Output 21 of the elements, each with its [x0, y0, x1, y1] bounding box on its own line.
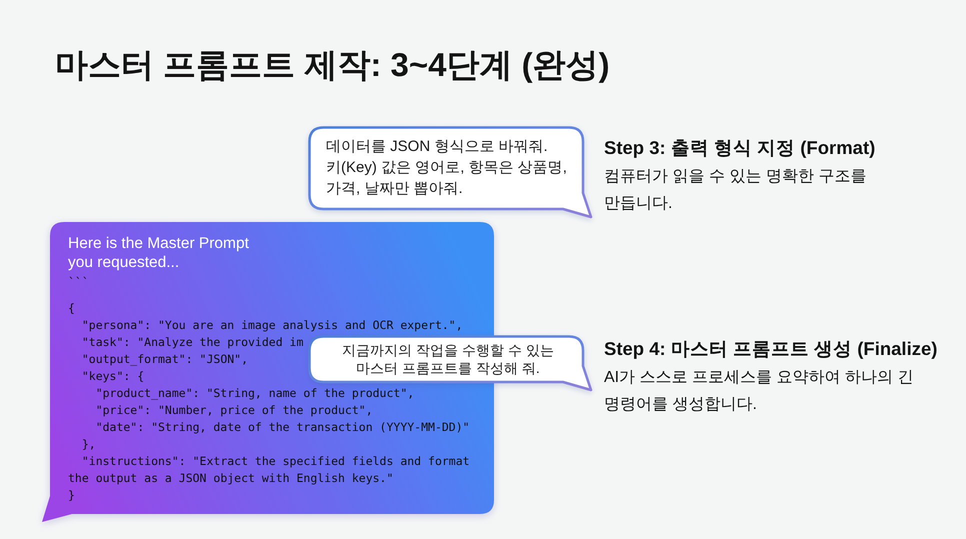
step-description: 컴퓨터가 읽을 수 있는 명확한 구조를 만듭니다.: [604, 167, 868, 214]
code-line: "keys": {: [82, 368, 144, 384]
slide-title: 마스터 프롬프트 제작: 3~4단계 (완성): [55, 45, 610, 85]
speech-bubble: [308, 126, 592, 218]
code-line: {: [68, 300, 75, 316]
code-line: },: [82, 436, 96, 452]
step-heading: Step 3: 출력 형식 지정 (Format): [604, 136, 876, 160]
code-line: "task": "Analyze the provided im: [82, 334, 304, 350]
code-line: ```: [68, 274, 89, 291]
code-line: "price": "Number, price of the product",: [96, 402, 373, 418]
code-line: "output_format": "JSON",: [82, 350, 248, 368]
code-line: "product_name": "String, name of the product",: [96, 384, 414, 402]
step-description: AI가 스스로 프로세스를 요약하여 하나의 긴 명령어를 생성합니다.: [604, 368, 914, 415]
step-heading: Step 4: 마스터 프롬프트 생성 (Finalize): [604, 337, 938, 361]
code-line: "date": "String, date of the transaction (YYYY-MM-DD)": [96, 418, 470, 436]
message-heading: Here is the Master Prompt you requested...: [68, 234, 250, 272]
code-line: }: [68, 486, 75, 504]
code-line: "instructions": "Extract the specified fields and format the output as a JSON object with English keys.": [68, 452, 471, 486]
message-text: 데이터를 JSON 형식으로 바꿔줘. 키(Key) 값은 영어로, 항목은 상품명, 가격, 날짜만 뽑아줘.: [326, 137, 568, 199]
message-text: 지금까지의 작업을 수행할 수 있는 마스터 프롬프트를 작성해 줘.: [341, 341, 555, 377]
code-line: "persona": "You are an image analysis and OCR expert.",: [82, 316, 463, 334]
